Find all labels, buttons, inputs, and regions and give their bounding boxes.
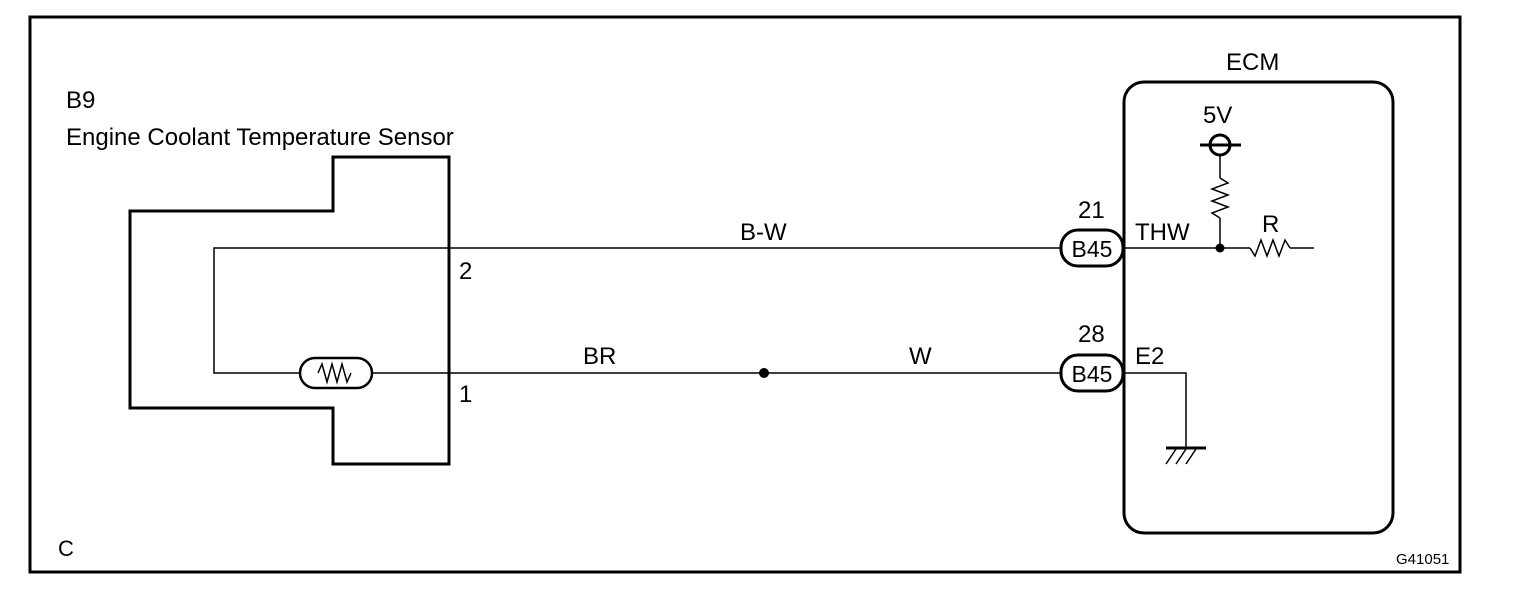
wire-color-br: BR bbox=[583, 343, 616, 370]
ecm-box bbox=[1122, 80, 1395, 535]
diagram-frame bbox=[28, 15, 1462, 574]
connector-code-upper: B45 bbox=[1072, 236, 1113, 262]
sensor-code: B9 bbox=[66, 87, 95, 114]
ecm-title: ECM bbox=[1226, 49, 1279, 76]
sensor-pin-1: 1 bbox=[459, 381, 472, 408]
ecm-pin-21: 21 bbox=[1078, 197, 1105, 224]
splice-point bbox=[759, 368, 769, 378]
internal-resistor-icon bbox=[1249, 237, 1291, 259]
thermistor-zigzag bbox=[317, 361, 352, 385]
signal-e2: E2 bbox=[1135, 343, 1164, 370]
thermistor-symbol bbox=[298, 356, 374, 390]
corner-label: C bbox=[58, 536, 74, 561]
pullup-resistor-icon bbox=[1209, 177, 1231, 219]
connector-code-lower: B45 bbox=[1072, 361, 1113, 387]
signal-thw: THW bbox=[1135, 219, 1190, 246]
supply-5v: 5V bbox=[1203, 102, 1232, 129]
connector-badge-lower bbox=[1059, 353, 1125, 393]
connector-badge-upper bbox=[1059, 228, 1125, 268]
ground-icon bbox=[1165, 448, 1197, 465]
sensor-internal-wire bbox=[213, 247, 449, 374]
resistor-label-r: R bbox=[1262, 211, 1279, 238]
e2-ground-line bbox=[1124, 372, 1187, 448]
sensor-name: Engine Coolant Temperature Sensor bbox=[66, 124, 454, 151]
wire-color-w: W bbox=[909, 343, 932, 370]
ecm-pin-28: 28 bbox=[1078, 321, 1105, 348]
figure-code: G41051 bbox=[1396, 551, 1449, 568]
sensor-pin-2: 2 bbox=[459, 258, 472, 285]
wire-color-b-w: B-W bbox=[740, 219, 787, 246]
sensor-connector-housing bbox=[128, 155, 451, 466]
